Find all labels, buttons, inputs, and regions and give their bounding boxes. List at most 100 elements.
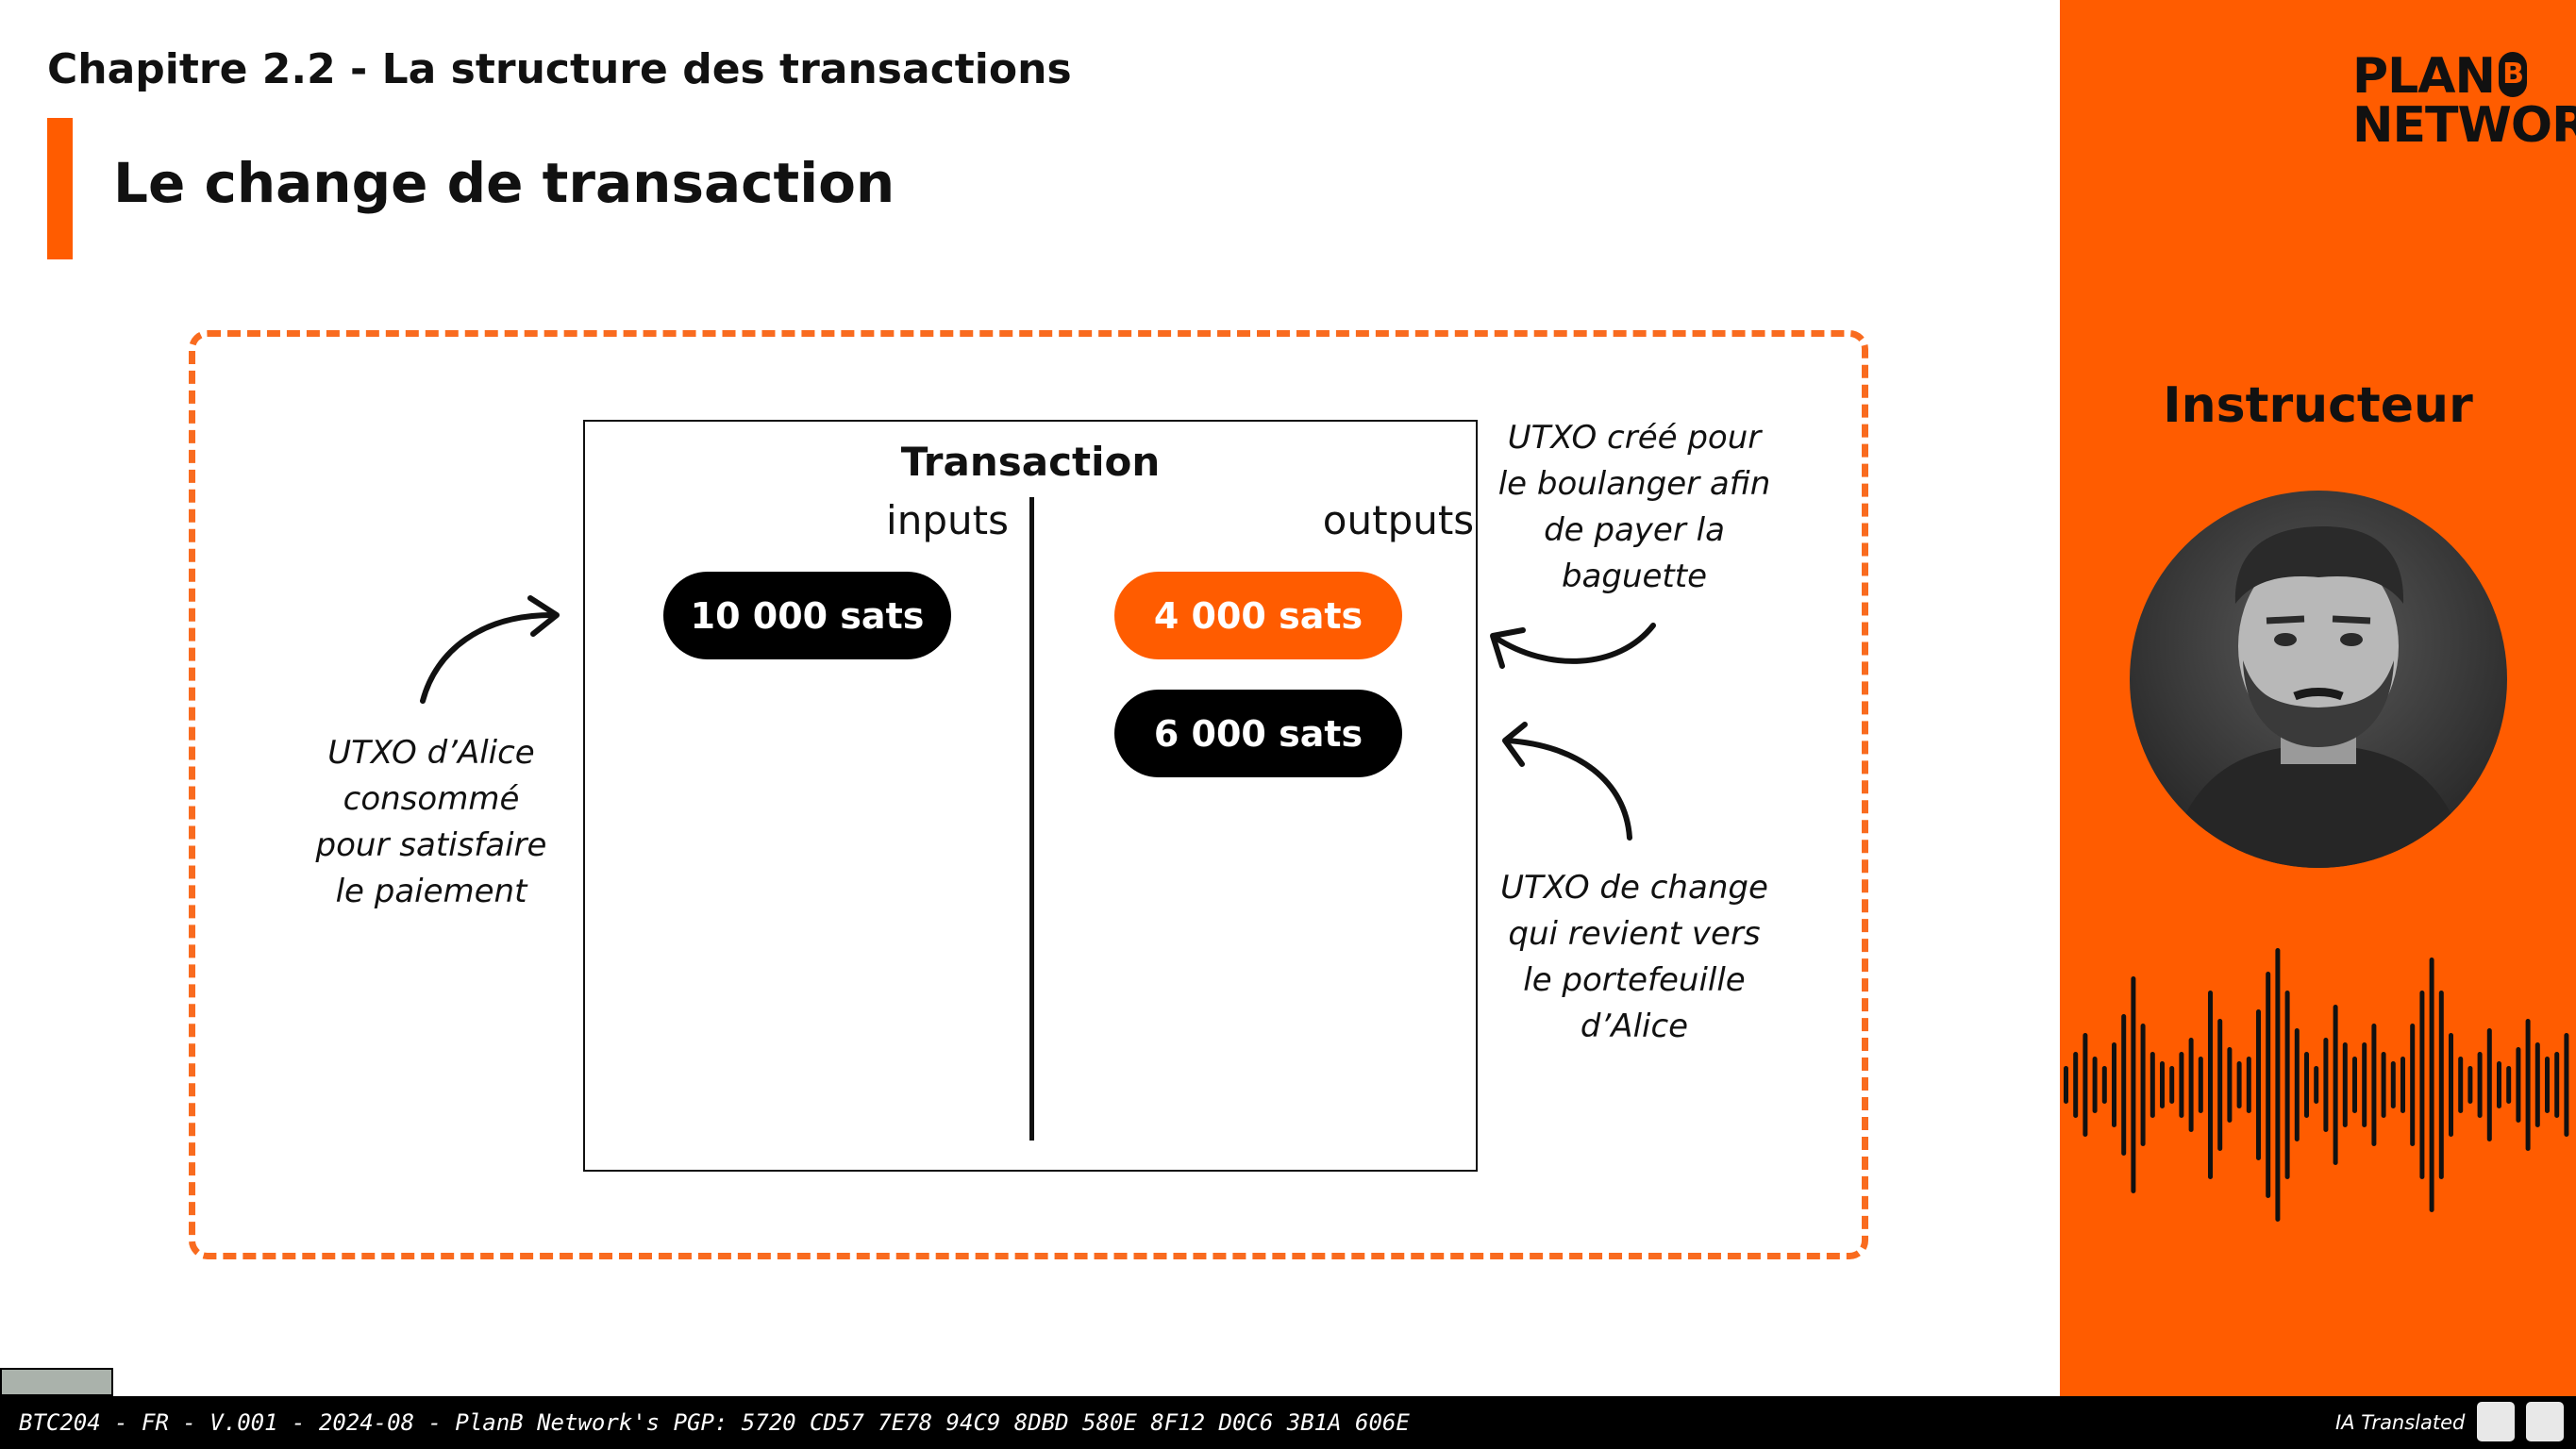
logo-line1: PLAN (2352, 48, 2496, 105)
ai-translation-icon (2477, 1402, 2515, 1441)
inputs-outputs-divider (1029, 497, 1034, 1141)
waveform-bar (2323, 1038, 2329, 1132)
waveform-bar (2497, 1061, 2501, 1108)
annotation-line: UTXO d’Alice (327, 734, 535, 772)
waveform-bar (2342, 1042, 2348, 1127)
transaction-box: Transaction inputs outputs 10 000 sats 4… (583, 420, 1478, 1172)
waveform-bar (2438, 991, 2444, 1179)
arrow-to-payment-output (1493, 623, 1656, 664)
arrows-layer (420, 595, 1656, 841)
outputs-label: outputs (1322, 497, 1475, 543)
waveform-bar (2188, 1038, 2194, 1132)
annotation-line: consommé (343, 780, 520, 818)
waveform-bar (2217, 1019, 2223, 1151)
logo-b-mark: B (2499, 52, 2528, 97)
waveform-bar (2371, 1024, 2377, 1146)
waveform-bar (2352, 1057, 2357, 1113)
waveform-bar (2304, 1052, 2309, 1118)
waveform-bar (2545, 1057, 2550, 1113)
waveform-bar (2149, 1052, 2155, 1118)
waveform-bar (2160, 1061, 2165, 1108)
waveform-bar (2284, 991, 2290, 1179)
waveform-bar (2525, 1019, 2531, 1151)
waveform-bar (2458, 1057, 2464, 1113)
annotation-line: UTXO créé pour (1507, 419, 1762, 457)
transaction-title: Transaction (900, 439, 1161, 485)
waveform-bar (2477, 1052, 2483, 1118)
waveform-bar (2390, 1061, 2396, 1108)
waveform-bar (2256, 1009, 2261, 1160)
waveform-bar (2275, 948, 2281, 1222)
waveform-bar (2208, 991, 2213, 1179)
waveform-bar (2179, 1052, 2184, 1118)
waveform-bar (2169, 1066, 2175, 1104)
arrow-to-input-head (527, 595, 560, 637)
waveform-bar (2467, 1066, 2473, 1104)
waveform-bar (2516, 1047, 2521, 1123)
waveform-bar (2381, 1052, 2386, 1118)
annotation-line: baguette (1561, 558, 1708, 595)
waveform-bar (2083, 1033, 2088, 1137)
waveform-bar (2333, 1005, 2338, 1165)
input-pill: 10 000 sats (663, 572, 951, 659)
waveform-bar (2246, 1057, 2251, 1113)
waveform-bar (2227, 1047, 2233, 1123)
translator-logo-icon (2526, 1402, 2564, 1441)
annotation-line: le portefeuille (1523, 961, 1746, 999)
waveform-bar (2140, 1024, 2146, 1146)
waveform-bar (2092, 1057, 2098, 1113)
annotation-line: UTXO de change (1500, 869, 1768, 907)
waveform-bar (2419, 991, 2425, 1179)
annotation-line: le paiement (335, 873, 527, 910)
waveform-bar (2314, 1066, 2319, 1104)
waveform-bar (2131, 976, 2136, 1193)
waveform-bar (2198, 1057, 2203, 1113)
waveform-bar (2534, 1042, 2540, 1127)
waveform-bar (2236, 1061, 2242, 1108)
accent-bar (47, 118, 73, 259)
output-pill-payment: 4 000 sats (1114, 572, 1402, 659)
output-pill-change: 6 000 sats (1114, 690, 1402, 777)
footer-version-text: BTC204 - FR - V.001 - 2024-08 - PlanB Ne… (19, 1409, 1410, 1436)
waveform-bar (2064, 1066, 2068, 1104)
annotation-change-utxo: UTXO de change qui revient vers le porte… (1493, 865, 1776, 1050)
waveform-bar (2449, 1033, 2453, 1137)
waveform-bar (2121, 1014, 2127, 1156)
waveform-bar (2112, 1042, 2116, 1127)
waveform-bar (2101, 1066, 2107, 1104)
annotation-line: qui revient vers (1508, 915, 1761, 953)
waveform-bar (2429, 958, 2434, 1212)
waveform-bar (2506, 1066, 2512, 1104)
instructor-avatar (2130, 491, 2507, 868)
arrow-to-change-output-head (1502, 722, 1528, 767)
annotation-line: d’Alice (1580, 1008, 1689, 1045)
annotation-alice-utxo: UTXO d’Alice consommé pour satisfaire le… (290, 730, 573, 915)
waveform-bar (2294, 1028, 2300, 1141)
waveform-bar (2410, 1024, 2416, 1146)
chapter-title: Chapitre 2.2 - La structure des transact… (47, 45, 1072, 93)
waveform-bar (2486, 1028, 2492, 1141)
annotation-boulanger-utxo: UTXO créé pour le boulanger afin de paye… (1493, 415, 1776, 600)
inputs-label: inputs (886, 497, 1009, 543)
waveform-bar (2266, 972, 2271, 1198)
arrow-to-payment-output-head (1490, 627, 1526, 669)
waveform-bar (2400, 1057, 2405, 1113)
waveform-bar (2073, 1052, 2079, 1118)
footer-bar: BTC204 - FR - V.001 - 2024-08 - PlanB Ne… (0, 1396, 2576, 1449)
logo-line2: NETWORK (2352, 97, 2576, 154)
arrow-to-change-output (1504, 738, 1632, 841)
annotation-line: pour satisfaire (315, 826, 547, 864)
slide: Chapitre 2.2 - La structure des transact… (47, 45, 1868, 1259)
arrow-to-input (420, 612, 555, 704)
cc-license-badge (0, 1368, 113, 1396)
audio-waveform (2064, 948, 2569, 1222)
annotation-line: le boulanger afin (1497, 465, 1771, 503)
annotation-line: de payer la (1544, 511, 1725, 549)
diagram-frame (189, 330, 1868, 1259)
waveform-bar (2564, 1033, 2569, 1137)
slide-title: Le change de transaction (113, 151, 895, 215)
waveform-bar (2362, 1042, 2367, 1127)
ia-translated-label: IA Translated (2335, 1411, 2466, 1434)
instructor-label: Instructeur (2163, 377, 2473, 434)
